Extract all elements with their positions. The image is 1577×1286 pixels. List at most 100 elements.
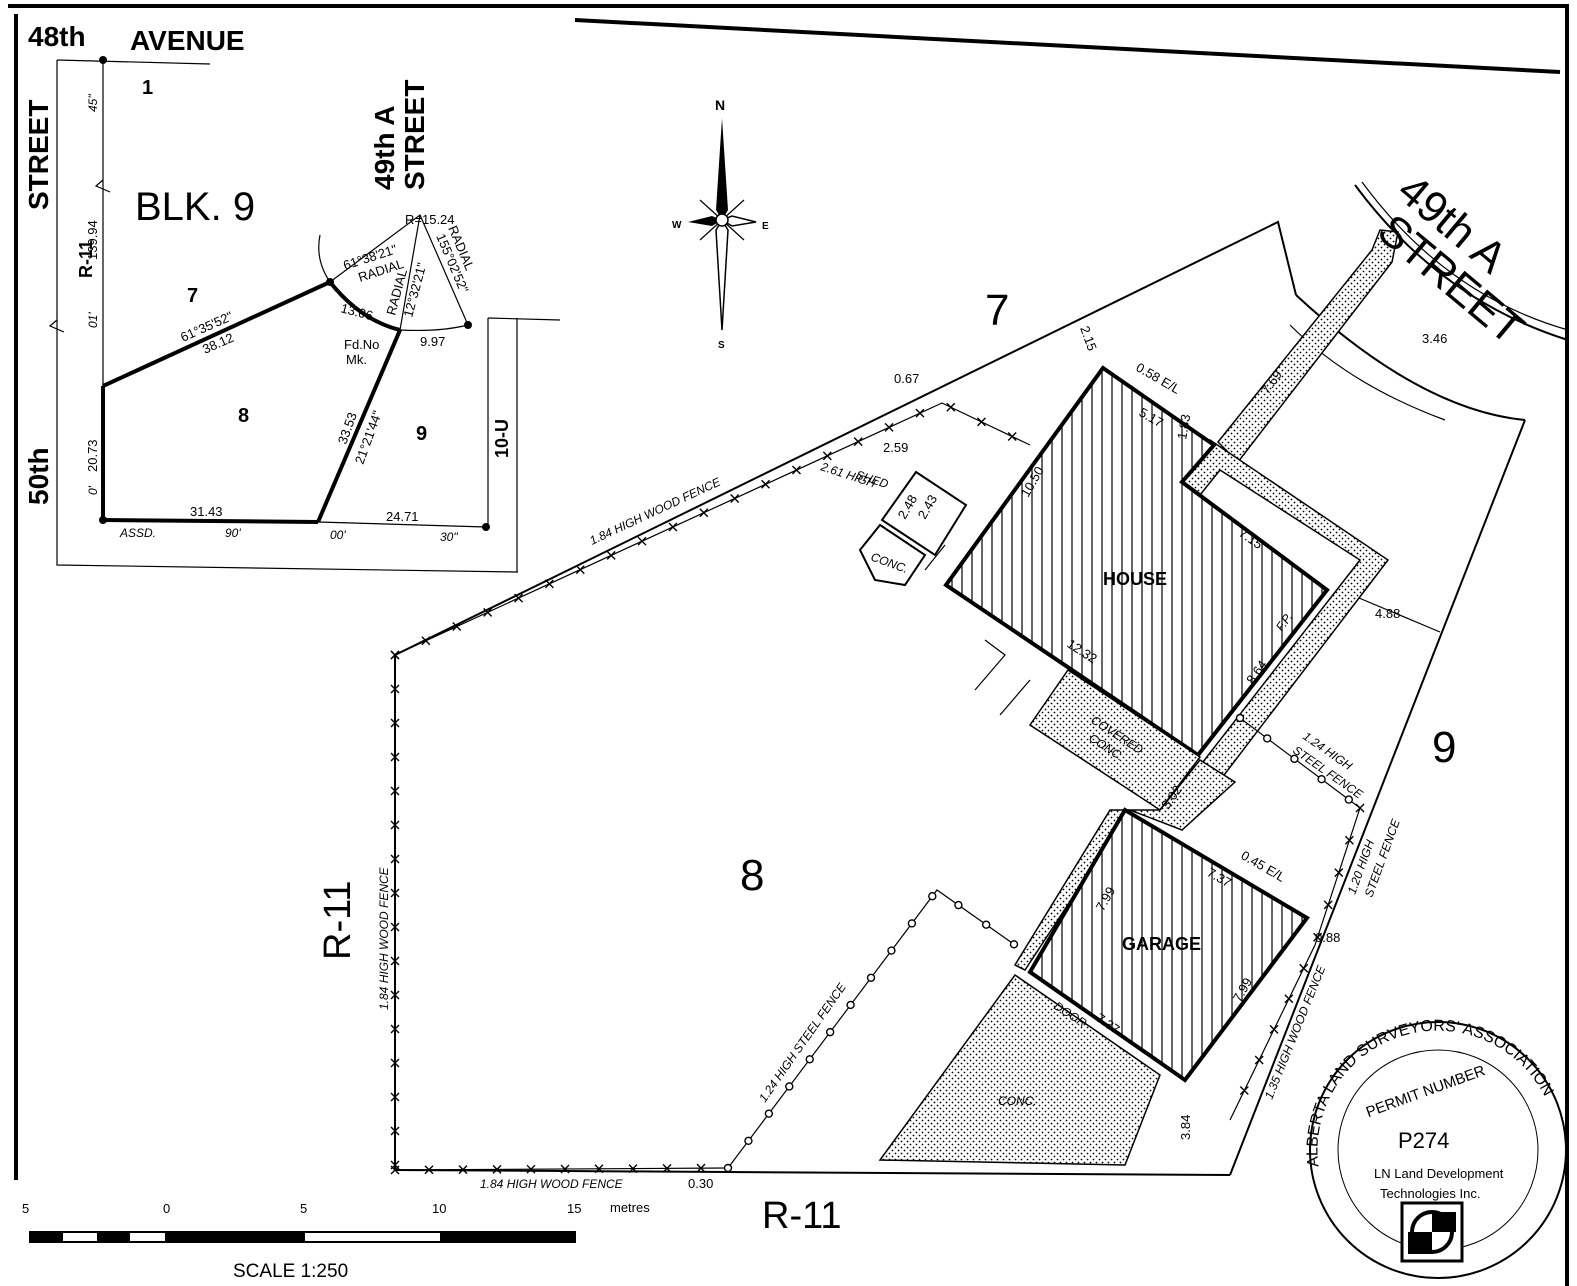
fence-post-marker <box>594 1164 604 1174</box>
steel-post-marker <box>764 1109 774 1118</box>
fence-post-marker <box>668 522 678 532</box>
dist-9-97: 9.97 <box>420 334 445 349</box>
block-label: BLK. 9 <box>135 185 255 229</box>
company-logo-icon <box>1400 1201 1464 1263</box>
fence-post-marker <box>1254 1055 1264 1065</box>
fence-post-marker <box>1355 803 1365 813</box>
dist-139-94: 139.94 <box>85 220 100 260</box>
steel-post-marker <box>1262 734 1272 743</box>
fence-post-marker <box>390 854 400 864</box>
scale-tick-0: 5 <box>22 1201 29 1216</box>
steel-post-marker <box>846 1000 855 1010</box>
fence-post-marker <box>390 956 400 966</box>
steel-post-marker <box>805 1055 814 1064</box>
bearing-45: 45" <box>86 94 100 112</box>
garage-label: GARAGE <box>1122 934 1201 954</box>
bearing-90: 90' <box>225 526 241 540</box>
fence-post-marker <box>390 1092 400 1102</box>
fence-post-marker <box>730 494 740 504</box>
shed-conc-label: CONC. <box>869 550 910 576</box>
key-map: 48th AVENUE STREET 50th 49th A STREET BL… <box>23 21 561 573</box>
steel-post-marker <box>907 919 917 928</box>
steel-post-marker <box>1009 940 1019 949</box>
avenue-label: AVENUE <box>130 25 245 56</box>
radius-label: R=15.24 <box>405 212 455 227</box>
house-label: HOUSE <box>1103 569 1167 589</box>
steel-post-marker <box>723 1163 733 1173</box>
bearing-00: 00' <box>330 528 346 542</box>
mk: Mk. <box>346 352 367 367</box>
fence-post-marker <box>606 550 616 560</box>
scale-bar: 5 0 5 10 15 metres SCALE 1:250 <box>22 1200 650 1282</box>
surveyor-seal: ALBERTA LAND SURVEYORS' ASSOCIATION PERM… <box>1304 1018 1567 1279</box>
seal-company-1: LN Land Development <box>1374 1166 1504 1181</box>
fence-post-marker <box>1313 932 1323 942</box>
fence-post-marker <box>699 508 709 518</box>
zone-bottom-label: R-11 <box>762 1195 842 1237</box>
fence-post-marker <box>390 718 400 728</box>
connector-walk <box>1013 759 1237 971</box>
steel-post-marker <box>954 900 963 910</box>
fence-post-marker <box>390 1024 400 1034</box>
fence-post-marker <box>915 408 925 418</box>
bearing-01: 01' <box>86 312 100 328</box>
scale-caption: SCALE 1:250 <box>233 1261 348 1282</box>
fence-post-marker <box>390 922 400 932</box>
keymap-lot-8: 8 <box>238 405 249 427</box>
fence-post-marker <box>884 422 894 432</box>
fence-post-marker <box>1334 868 1344 878</box>
fence-steel-mid-label: 1.24 HIGH STEEL FENCE <box>756 980 849 1105</box>
steel-post-marker <box>1290 754 1299 763</box>
fence-post-marker <box>1284 994 1294 1004</box>
south-label: S <box>718 340 725 351</box>
fence-post-marker <box>390 786 400 796</box>
fence-steel-east-1 <box>1239 717 1361 809</box>
steel-post-marker <box>1235 713 1245 723</box>
garage-footprint <box>1027 807 1310 1083</box>
fence-post-marker <box>492 1164 502 1174</box>
fence-post-marker <box>544 579 554 589</box>
bearing-30: 30" <box>440 530 458 544</box>
fence-post-marker <box>662 1163 672 1173</box>
shed-label-2: 2.61 HIGH <box>818 459 878 490</box>
steel-post-marker <box>825 1027 835 1037</box>
fence-post-marker <box>390 684 400 694</box>
fence-post-marker <box>390 650 400 660</box>
zone-left-label: R-11 <box>317 880 359 960</box>
lot-boundary-east <box>1229 419 1526 1176</box>
fence-post-marker <box>791 465 801 475</box>
fence-bottom-label: 1.84 HIGH WOOD FENCE <box>480 1177 624 1191</box>
fence-post-marker <box>390 990 400 1000</box>
steel-post-marker <box>785 1082 794 1091</box>
dim-1-83: 1.83 <box>1174 413 1193 441</box>
dim-2-43: 2.43 <box>915 492 941 521</box>
keymap-lot-9: 9 <box>416 423 427 445</box>
scale-tick-2: 5 <box>300 1201 307 1216</box>
fence-post-marker <box>946 402 956 412</box>
dist-24-71: 24.71 <box>386 509 419 524</box>
fence-wood-north <box>394 402 1031 656</box>
fence-post-marker <box>514 593 524 603</box>
steel-post-marker <box>866 973 876 982</box>
fence-post-marker <box>390 1126 400 1136</box>
fence-post-marker <box>761 479 771 489</box>
lot-boundary-south <box>394 1169 1231 1176</box>
steel-post-marker <box>744 1136 753 1146</box>
dim-3-46: 3.46 <box>1422 331 1447 346</box>
street-50th-word: STREET <box>23 100 54 210</box>
lot-9-label: 9 <box>1432 723 1456 772</box>
north-arrow-icon: N S E W <box>672 97 769 351</box>
fence-post-marker <box>390 888 400 898</box>
dim-0-58: 0.58 E/L <box>1134 360 1183 397</box>
fence-post-marker <box>424 1165 434 1175</box>
east-label: E <box>762 221 769 232</box>
lot-boundary-north <box>394 220 1297 656</box>
fence-post-marker <box>628 1164 638 1174</box>
dim-3-84: 3.84 <box>1178 1115 1193 1140</box>
street-50th: 50th <box>23 447 54 505</box>
keymap-zone-10u: 10-U <box>492 419 512 458</box>
fence-post-marker <box>483 607 493 617</box>
fence-post-marker <box>390 1165 400 1175</box>
fence-post-marker <box>421 636 431 646</box>
